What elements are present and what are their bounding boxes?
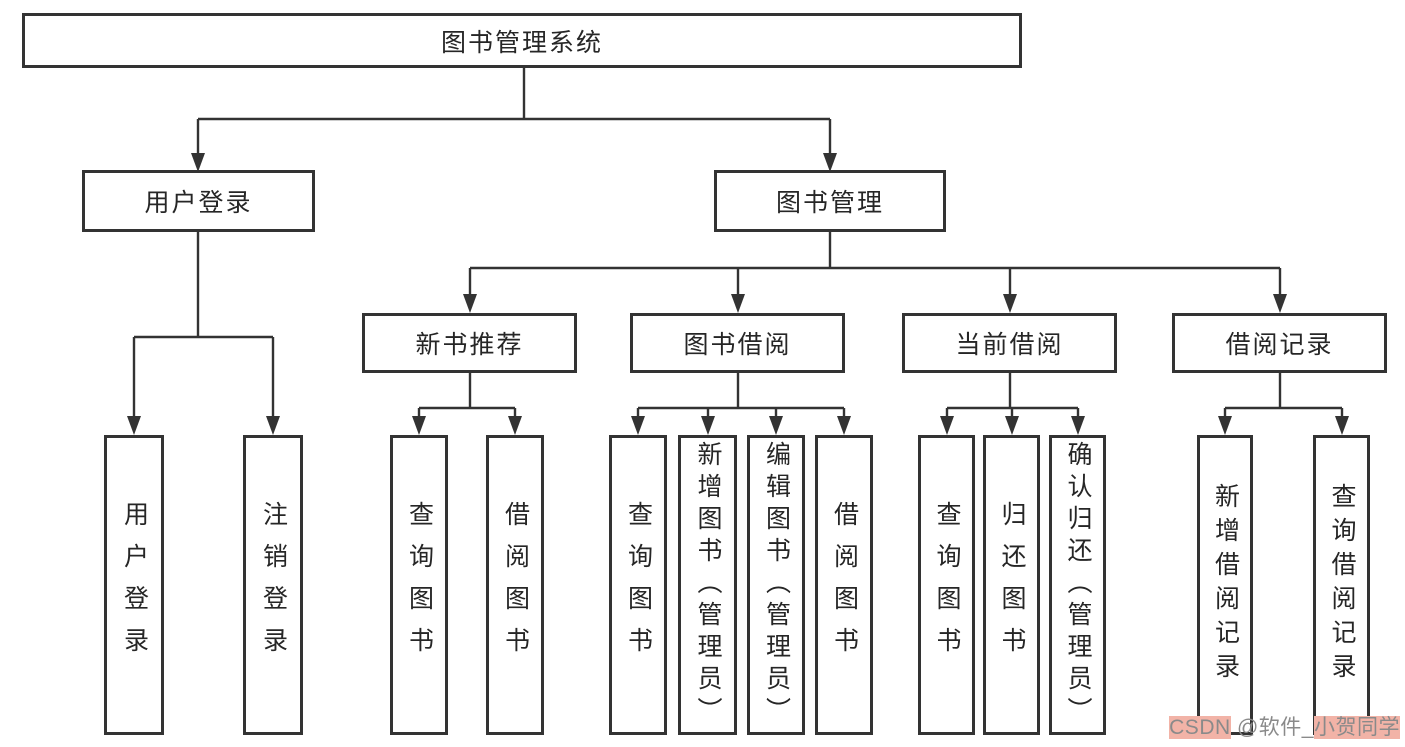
connector-userlogin-to-leaves bbox=[132, 232, 275, 417]
leaf-borrow-books-1-label: 借阅图书 bbox=[501, 501, 530, 669]
leaf-query-borrow-record-label: 查询借阅记录 bbox=[1328, 483, 1356, 687]
arrowhead bbox=[769, 416, 783, 435]
arrowhead bbox=[1335, 416, 1349, 435]
leaf-return-books: 归还图书 bbox=[983, 435, 1040, 735]
node-root: 图书管理系统 bbox=[22, 13, 1022, 68]
leaf-query-borrow-record: 查询借阅记录 bbox=[1313, 435, 1370, 735]
leaf-query-books-1-label: 查询图书 bbox=[405, 501, 434, 669]
connector-borrowing-to-leaves bbox=[636, 373, 846, 417]
node-borrow-records-label: 借阅记录 bbox=[1225, 331, 1334, 359]
watermark-handle: @软件_ bbox=[1230, 716, 1314, 739]
leaf-confirm-return-admin-label: 确认归还（管理员） bbox=[1064, 441, 1092, 729]
leaf-query-books-3: 查询图书 bbox=[918, 435, 975, 735]
leaf-query-books-1: 查询图书 bbox=[390, 435, 448, 735]
node-borrowing: 图书借阅 bbox=[630, 313, 845, 373]
arrowhead bbox=[837, 416, 851, 435]
connector-root-to-level2 bbox=[196, 68, 832, 154]
arrowhead bbox=[508, 416, 522, 435]
node-book-mgmt-label: 图书管理 bbox=[775, 189, 884, 217]
leaf-edit-books-admin-label: 编辑图书（管理员） bbox=[762, 441, 791, 729]
leaf-user-login-label: 用户登录 bbox=[120, 501, 149, 669]
arrowhead bbox=[127, 416, 141, 435]
leaf-logout: 注销登录 bbox=[243, 435, 303, 735]
leaf-add-borrow-record: 新增借阅记录 bbox=[1197, 435, 1253, 735]
arrowhead bbox=[940, 416, 954, 435]
arrowhead bbox=[731, 294, 745, 313]
node-borrowing-label: 图书借阅 bbox=[683, 331, 792, 359]
watermark-username: 小贺同学 bbox=[1314, 716, 1400, 739]
leaf-query-books-3-label: 查询图书 bbox=[933, 501, 961, 669]
leaf-confirm-return-admin: 确认归还（管理员） bbox=[1049, 435, 1106, 735]
leaf-edit-books-admin: 编辑图书（管理员） bbox=[747, 435, 805, 735]
node-current-borrow: 当前借阅 bbox=[902, 313, 1117, 373]
leaf-borrow-books-2: 借阅图书 bbox=[815, 435, 873, 735]
arrowhead bbox=[1003, 294, 1017, 313]
leaf-query-books-2-label: 查询图书 bbox=[624, 501, 653, 669]
leaf-add-borrow-record-label: 新增借阅记录 bbox=[1211, 483, 1240, 687]
node-new-books: 新书推荐 bbox=[362, 313, 577, 373]
watermark: CSDN @软件_小贺同学 bbox=[1169, 711, 1400, 741]
leaf-borrow-books-2-label: 借阅图书 bbox=[830, 501, 859, 669]
connector-records-to-leaves bbox=[1223, 373, 1344, 417]
arrowhead bbox=[1071, 416, 1085, 435]
node-user-login-label: 用户登录 bbox=[144, 189, 253, 217]
arrowhead bbox=[412, 416, 426, 435]
arrowhead bbox=[1218, 416, 1232, 435]
connector-bookmgmt-to-level3 bbox=[468, 232, 1282, 295]
leaf-logout-label: 注销登录 bbox=[259, 501, 288, 669]
node-book-mgmt: 图书管理 bbox=[714, 170, 946, 232]
connector-newbooks-to-leaves bbox=[417, 373, 517, 417]
leaf-query-books-2: 查询图书 bbox=[609, 435, 667, 735]
arrowhead bbox=[631, 416, 645, 435]
arrowhead bbox=[1273, 294, 1287, 313]
leaf-user-login: 用户登录 bbox=[104, 435, 164, 735]
arrowhead bbox=[823, 153, 837, 172]
node-borrow-records: 借阅记录 bbox=[1172, 313, 1387, 373]
arrowhead bbox=[191, 153, 205, 172]
node-new-books-label: 新书推荐 bbox=[415, 331, 524, 359]
leaf-add-books-admin-label: 新增图书（管理员） bbox=[694, 441, 722, 729]
node-current-borrow-label: 当前借阅 bbox=[955, 331, 1064, 359]
watermark-csdn: CSDN bbox=[1169, 716, 1231, 739]
arrowhead bbox=[266, 416, 280, 435]
connector-current-to-leaves bbox=[945, 373, 1080, 417]
leaf-borrow-books-1: 借阅图书 bbox=[486, 435, 544, 735]
leaf-add-books-admin: 新增图书（管理员） bbox=[678, 435, 737, 735]
arrowhead bbox=[701, 416, 715, 435]
arrowhead bbox=[1005, 416, 1019, 435]
node-root-label: 图书管理系统 bbox=[440, 28, 603, 57]
leaf-return-books-label: 归还图书 bbox=[998, 501, 1026, 669]
node-user-login: 用户登录 bbox=[82, 170, 315, 232]
arrowhead bbox=[463, 294, 477, 313]
